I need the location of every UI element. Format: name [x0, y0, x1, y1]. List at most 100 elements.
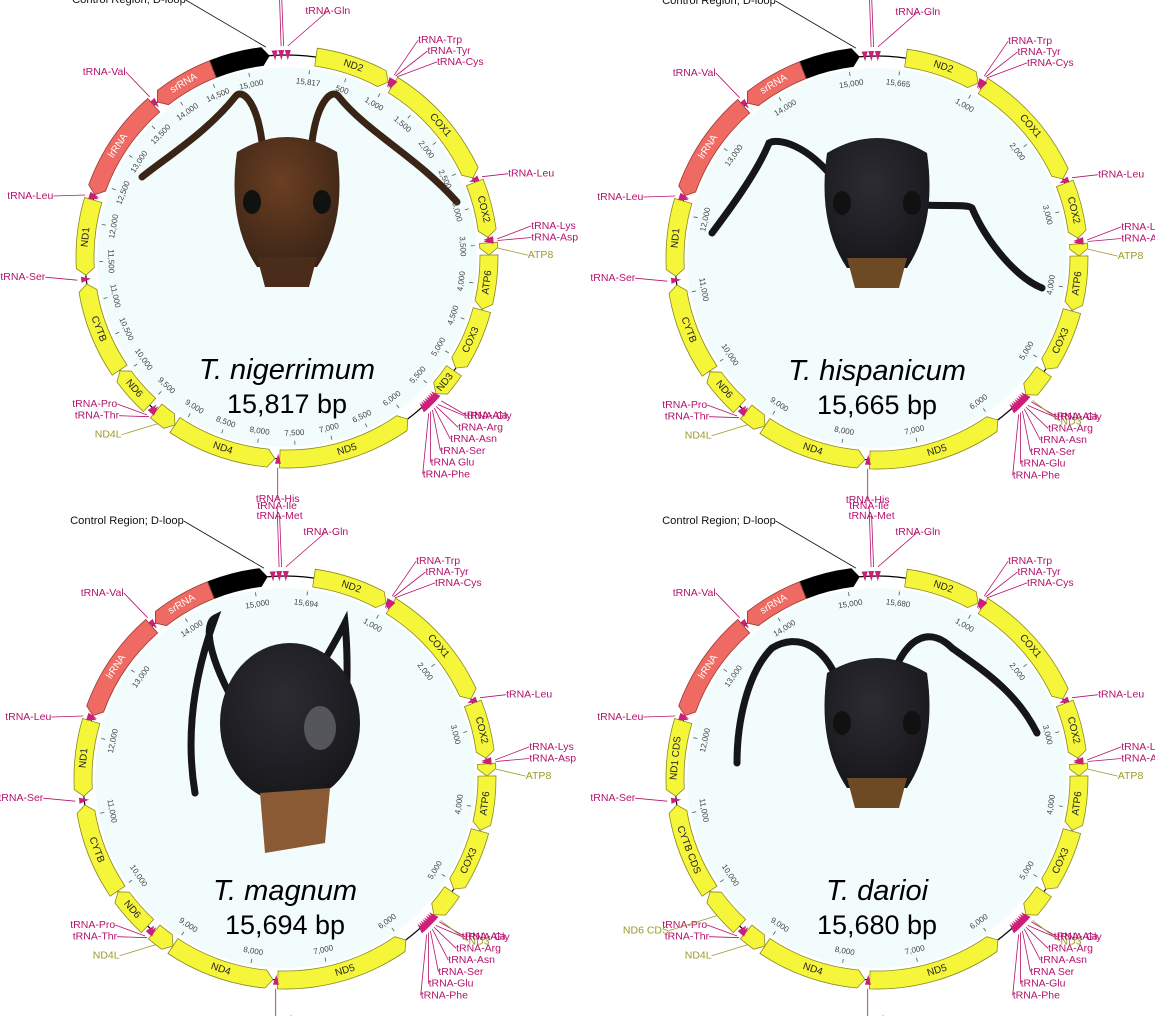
leader-line: [122, 424, 158, 435]
leader-line: [712, 945, 748, 956]
label-nd6-outer: ND6 CDS: [623, 925, 669, 937]
leader-line: [119, 416, 149, 417]
label-trna-arg: tRNA-Arg: [1048, 422, 1093, 434]
label-trna-gln: tRNA-Gln: [895, 526, 940, 538]
leader-line: [397, 62, 437, 77]
leader-line: [184, 521, 264, 568]
label-trna-phe: tRNA-Phe: [1013, 989, 1060, 1001]
leader-line: [776, 1, 856, 48]
leader-line: [436, 406, 458, 427]
label-trna-ser2: tRNA-Ser: [438, 966, 483, 978]
leader-line: [421, 934, 427, 995]
species-name: T. hispanicum: [788, 355, 966, 387]
label-trna-pro: tRNA-Pro: [72, 398, 117, 410]
leader-line: [1088, 249, 1118, 256]
leader-line: [712, 425, 748, 436]
label-trna-thr: tRNA-Thr: [73, 931, 118, 943]
label-trna-leu2: tRNA-Leu: [506, 689, 552, 701]
leader-line: [43, 798, 75, 801]
label-trna-ser2: tRNA-Ser: [1030, 446, 1075, 458]
leader-line: [482, 174, 508, 177]
panel-hispanicum: ND2COX1COX2ATP6COX3ND5ND4ND6CYTBND1lrRNA…: [590, 0, 1155, 506]
label-trna-lys: tRNA-Lys: [1121, 741, 1155, 753]
label-trna-glu: tRNA-Glu: [1021, 458, 1066, 470]
leader-line: [495, 747, 529, 760]
leader-line: [126, 72, 150, 97]
label-trna-pro: tRNA-Pro: [662, 399, 707, 411]
tick-label: 11,500: [106, 249, 116, 274]
leader-line: [1087, 747, 1121, 760]
label-trna-ala: tRNA-Ala: [462, 931, 506, 943]
label-trna-leu2: tRNA-Leu: [1098, 169, 1144, 181]
label-atp8: ATP8: [1118, 250, 1144, 262]
label-trna-leu1: tRNA-Leu: [7, 190, 53, 202]
leader-line: [423, 413, 429, 474]
leader-line: [635, 278, 667, 281]
label-trna-leu1: tRNA-Leu: [5, 711, 51, 723]
leader-line: [1022, 411, 1030, 452]
label-trna-ser1: tRNA-Ser: [0, 792, 44, 804]
gene-label-nd1: ND1: [670, 227, 683, 248]
leader-line: [987, 583, 1027, 598]
label-trna-met: tRNA-Met: [259, 0, 305, 1]
tick-mark: [307, 591, 308, 595]
leader-line: [434, 927, 456, 948]
leader-line: [280, 516, 282, 567]
label-trna-lys: tRNA-Lys: [529, 741, 574, 753]
label-trna-phe: tRNA-Phe: [423, 468, 470, 480]
species-name: T. nigerrimum: [199, 354, 375, 386]
leader-line: [186, 0, 266, 47]
label-trna-asp: tRNA-Asp: [529, 753, 576, 765]
label-trna-ala: tRNA-Ala: [1054, 411, 1098, 423]
leader-line: [1013, 934, 1019, 995]
leader-line: [495, 759, 529, 762]
leader-line: [498, 248, 528, 255]
leader-line: [1088, 769, 1118, 776]
leader-line: [1087, 239, 1121, 242]
leader-line: [1026, 407, 1048, 428]
label-trna-arg: tRNA-Arg: [1048, 942, 1093, 954]
leader-line: [120, 945, 156, 956]
label-dloop: Control Region; D-loop: [70, 515, 184, 527]
label-trna-ser1: tRNA-Ser: [0, 271, 45, 283]
label-trna-thr: tRNA-Thr: [665, 411, 710, 423]
species-name: T. magnum: [213, 875, 357, 907]
label-nd4l: ND4L: [93, 950, 120, 962]
genome-length: 15,680 bp: [817, 910, 937, 940]
leader-line: [1087, 759, 1121, 762]
label-trna-phe: tRNA-Phe: [421, 989, 468, 1001]
gene-atp8: [480, 242, 498, 255]
leader-line: [432, 410, 440, 451]
label-trna-leu1: tRNA-Leu: [597, 191, 643, 203]
label-trna-pro: tRNA-Pro: [70, 919, 115, 931]
genome-length: 15,817 bp: [227, 389, 347, 419]
label-trna-arg: tRNA-Arg: [456, 942, 501, 954]
leader-line: [430, 931, 438, 972]
label-nd4l: ND4L: [685, 950, 712, 962]
label-trna-gln: tRNA-Gln: [305, 5, 350, 17]
leader-line: [1013, 414, 1019, 475]
gene-label-nd1: ND1: [80, 226, 93, 247]
tick-mark: [899, 71, 900, 75]
leader-line: [282, 0, 284, 46]
leader-line: [1072, 695, 1098, 698]
leader-line: [496, 769, 526, 776]
label-trna-thr: tRNA-Thr: [75, 410, 120, 422]
label-trna-asn: tRNA-Asn: [448, 954, 495, 966]
leader-line: [45, 277, 77, 280]
label-trna-cys: tRNA-Cys: [435, 577, 482, 589]
label-trna-val: tRNA-Val: [83, 66, 126, 78]
label-nd4l: ND4L: [95, 429, 122, 441]
gene-atp8: [1070, 763, 1088, 776]
label-trna-arg: tRNA-Arg: [458, 421, 503, 433]
tick-label: 3,500: [458, 236, 468, 257]
leader-line: [53, 195, 85, 196]
label-trna-leu2: tRNA-Leu: [508, 168, 554, 180]
leader-line: [872, 0, 874, 47]
label-trna-met: tRNA-Met: [849, 510, 895, 522]
label-trna-gln: tRNA-Gln: [895, 6, 940, 18]
label-trna-phe: tRNA-Phe: [1013, 469, 1060, 481]
leader-line: [709, 937, 739, 938]
label-trna-leu2: tRNA-Leu: [1098, 689, 1144, 701]
